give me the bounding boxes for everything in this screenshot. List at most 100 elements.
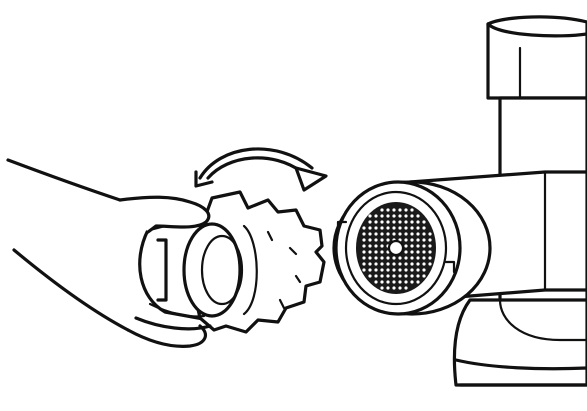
plate-hole (380, 220, 383, 223)
plate-hole (392, 208, 395, 211)
plate-hole (398, 280, 401, 283)
plate-hole (410, 250, 413, 253)
plate-hole (380, 226, 383, 229)
plate-hole (410, 214, 413, 217)
plate-hole (398, 256, 401, 259)
plate-hole (368, 274, 371, 277)
plate-hole (368, 250, 371, 253)
plate-hole (398, 274, 401, 277)
plate-hole (404, 250, 407, 253)
plate-hole (380, 286, 383, 289)
plate-hole (428, 232, 431, 235)
plate-hole (398, 226, 401, 229)
plate-hole (416, 244, 419, 247)
plate-hole (362, 256, 365, 259)
plate-hole (410, 262, 413, 265)
plate-hole (410, 256, 413, 259)
plate-hole (374, 268, 377, 271)
plate-hole (404, 280, 407, 283)
plate-hole (416, 214, 419, 217)
plate-hole (410, 280, 413, 283)
plate-hole (422, 220, 425, 223)
plate-hole (362, 226, 365, 229)
plate-hole (422, 256, 425, 259)
plate-hole (422, 268, 425, 271)
plate-hole (416, 268, 419, 271)
plate-hole (368, 220, 371, 223)
plate-hole (374, 226, 377, 229)
plate-hole (380, 244, 383, 247)
plate-hole (374, 244, 377, 247)
plate-hole (374, 250, 377, 253)
plate-hole (380, 274, 383, 277)
plate-hole (422, 226, 425, 229)
plate-hole (404, 274, 407, 277)
plate-hole (410, 232, 413, 235)
plate-hole (428, 238, 431, 241)
plate-hole (410, 238, 413, 241)
grinding-plate-icon (336, 182, 460, 314)
plate-hole (392, 280, 395, 283)
plate-hole (380, 238, 383, 241)
plate-hole (386, 256, 389, 259)
plate-hole (410, 220, 413, 223)
plate-hole (386, 208, 389, 211)
plate-hole (422, 244, 425, 247)
plate-hole (416, 220, 419, 223)
plate-hole (362, 244, 365, 247)
plate-hole (422, 262, 425, 265)
plate-hole (386, 220, 389, 223)
plate-hole (386, 232, 389, 235)
plate-hole (362, 238, 365, 241)
plate-hole (410, 274, 413, 277)
plate-hole (428, 256, 431, 259)
plate-hole (392, 274, 395, 277)
plate-hole (416, 262, 419, 265)
plate-hole (386, 274, 389, 277)
plate-hole (422, 232, 425, 235)
plate-hole (374, 280, 377, 283)
plate-hole (404, 220, 407, 223)
plate-hole (404, 238, 407, 241)
plate-hole (398, 214, 401, 217)
plate-hole (386, 238, 389, 241)
plate-hole (386, 214, 389, 217)
plate-hole (404, 214, 407, 217)
plate-hole (404, 232, 407, 235)
plate-hole (398, 286, 401, 289)
plate-hole (392, 286, 395, 289)
plate-hole (362, 250, 365, 253)
plate-hole (368, 238, 371, 241)
plate-hole (416, 274, 419, 277)
plate-hole (380, 268, 383, 271)
plate-hole (416, 280, 419, 283)
plate-hole (380, 280, 383, 283)
plate-hole (380, 232, 383, 235)
plate-hole (380, 208, 383, 211)
plate-hole (404, 286, 407, 289)
plate-hole (374, 220, 377, 223)
plate-hole (362, 262, 365, 265)
plate-hole (410, 226, 413, 229)
plate-hole (368, 256, 371, 259)
plate-hole (392, 268, 395, 271)
plate-hole (416, 238, 419, 241)
plate-hole (428, 244, 431, 247)
plate-hole (398, 268, 401, 271)
plate-hole (398, 262, 401, 265)
plate-hole (404, 226, 407, 229)
plate-hole (404, 262, 407, 265)
plate-hole (416, 256, 419, 259)
plate-hole (386, 280, 389, 283)
plate-hole (380, 214, 383, 217)
plate-hole (404, 268, 407, 271)
plate-hole (380, 250, 383, 253)
plate-hole (392, 256, 395, 259)
plate-hole (392, 226, 395, 229)
plate-hole (386, 286, 389, 289)
plate-hole (374, 256, 377, 259)
plate-hole (362, 232, 365, 235)
plate-hole (368, 226, 371, 229)
